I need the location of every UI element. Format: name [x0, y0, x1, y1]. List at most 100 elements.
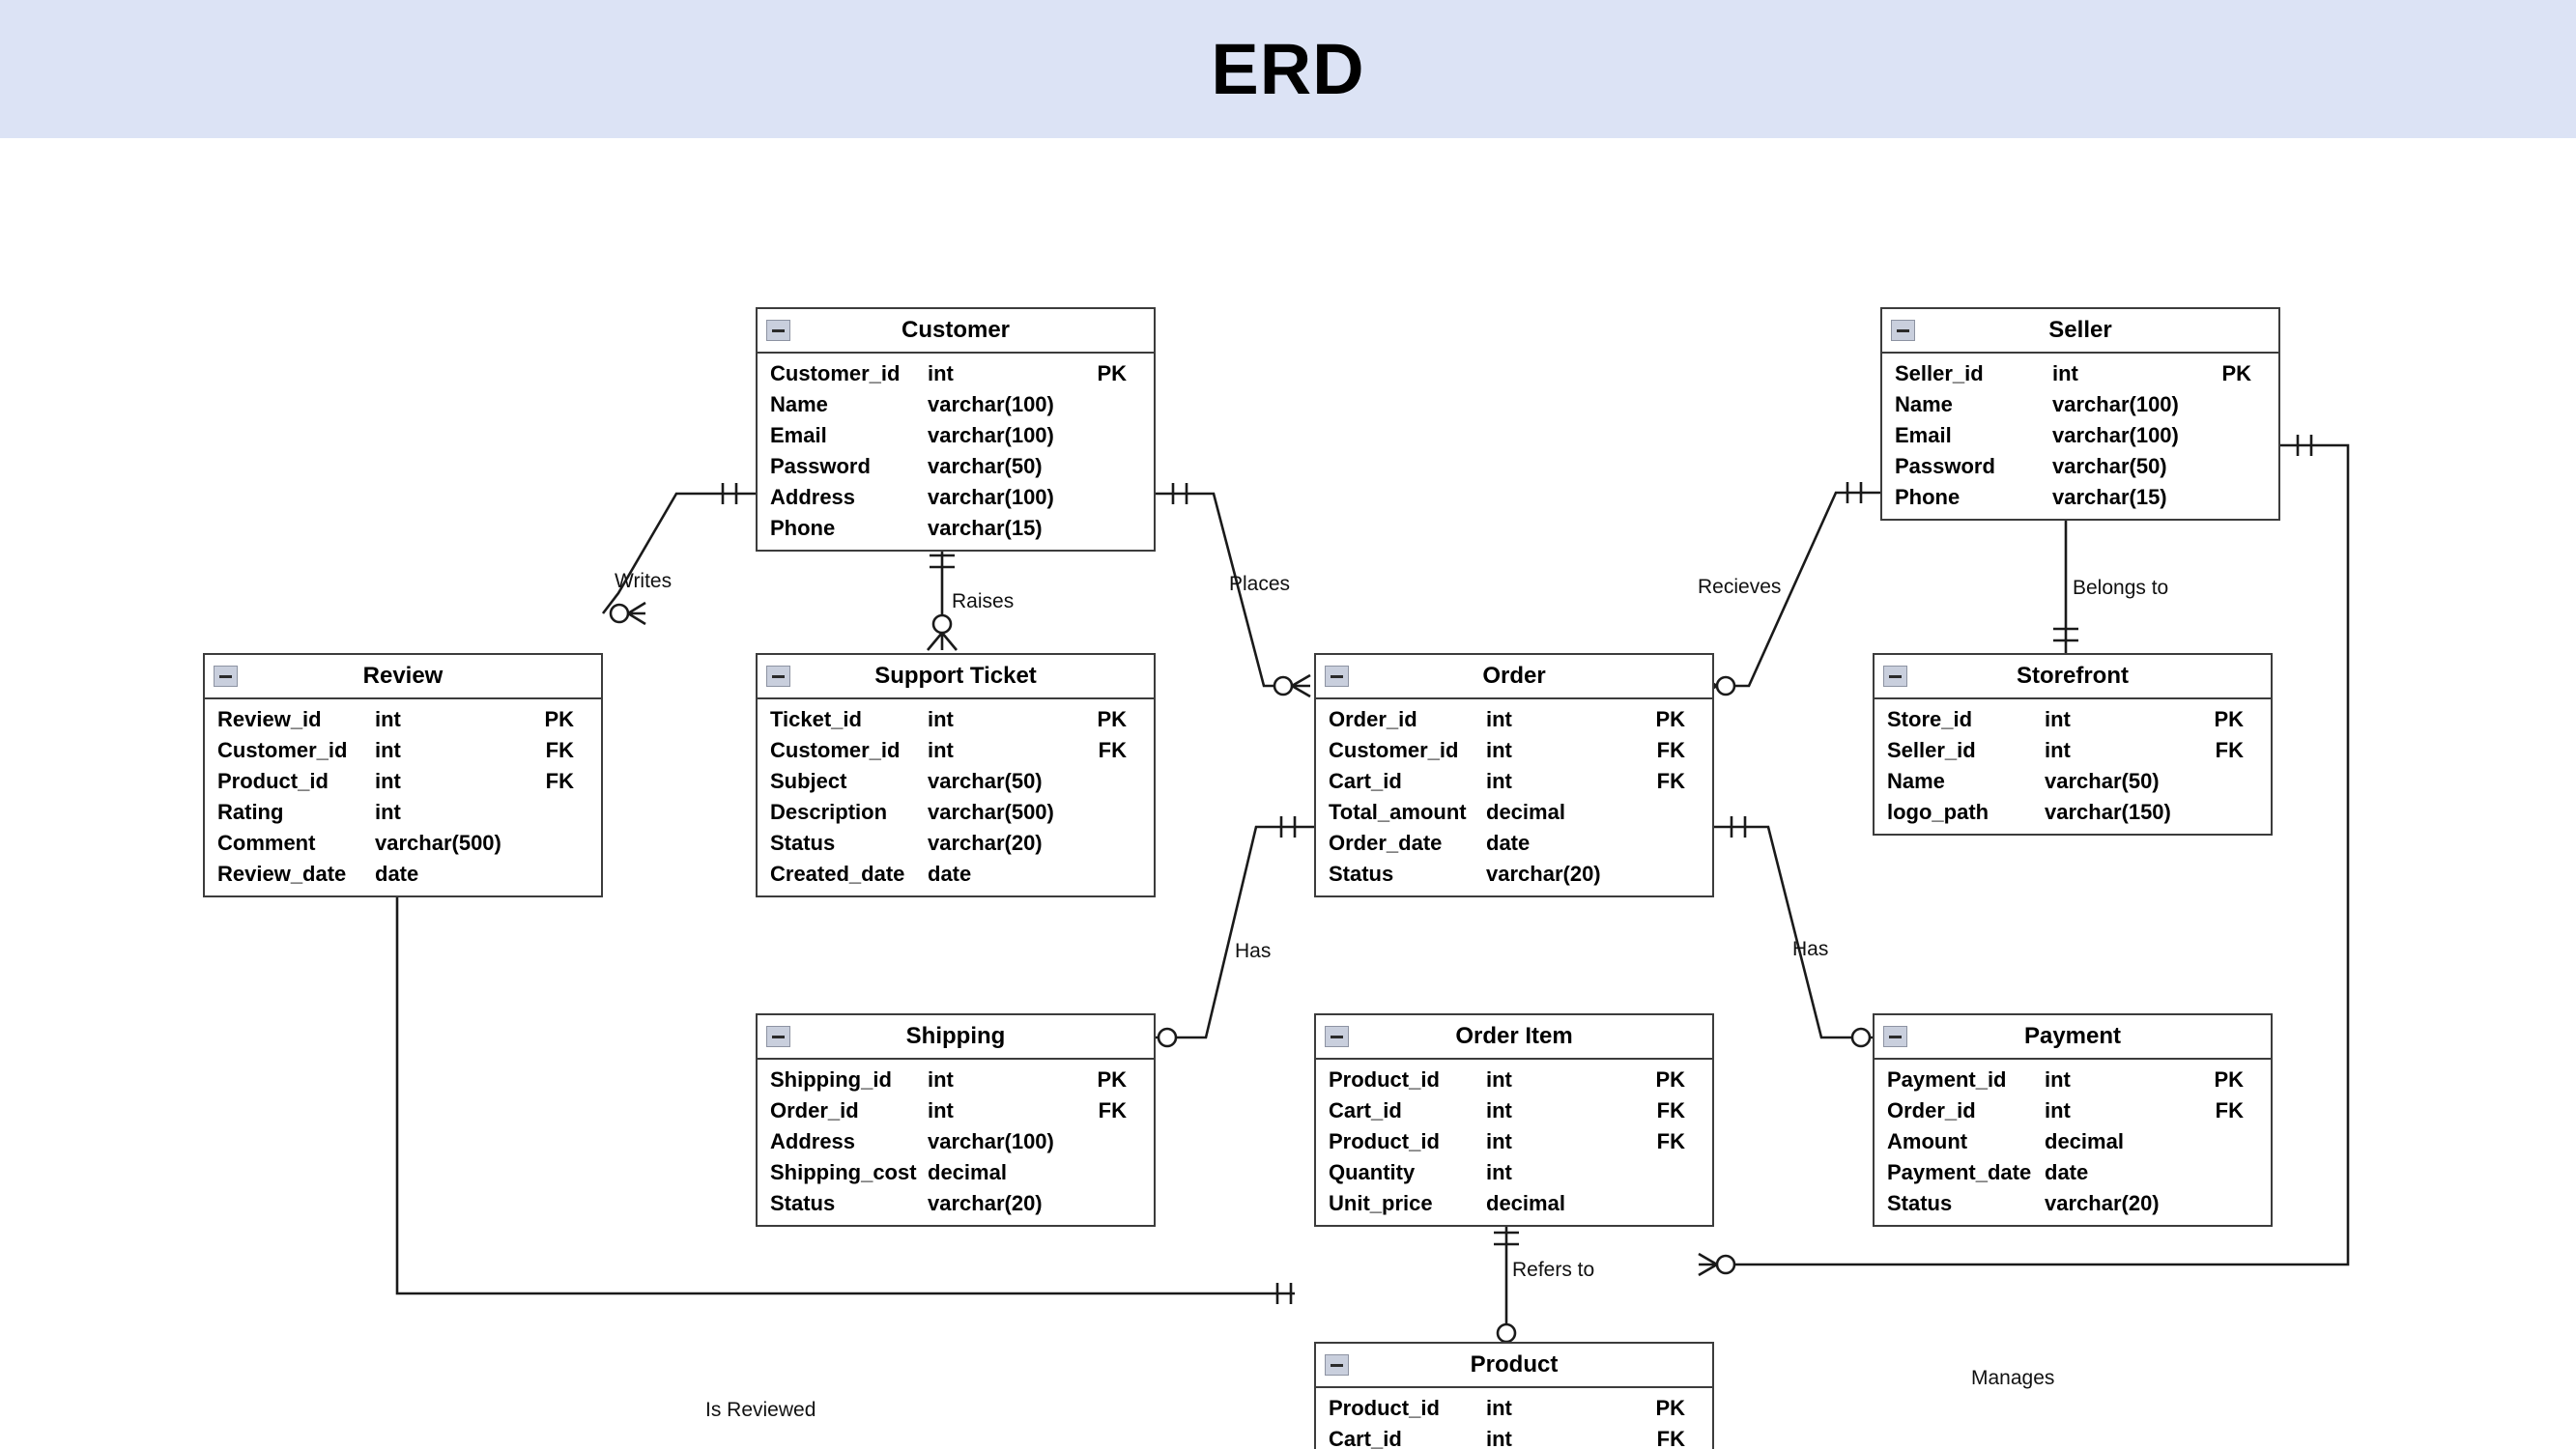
- attribute-key-flag: FK: [1098, 1098, 1127, 1122]
- entity-header-seller: Seller: [1882, 309, 2278, 354]
- minus-icon[interactable]: [1891, 320, 1915, 341]
- attribute-key-flag: FK: [545, 769, 574, 793]
- entity-header-support-ticket: Support Ticket: [758, 655, 1154, 699]
- attribute-key-flag: PK: [2214, 707, 2244, 731]
- attribute-key-flag: FK: [1098, 738, 1127, 762]
- minus-icon[interactable]: [1325, 1026, 1349, 1047]
- attribute-name: Status: [770, 831, 836, 855]
- attribute-name: Customer_id: [1329, 738, 1459, 762]
- attribute-type: int: [1486, 738, 1512, 762]
- minus-icon[interactable]: [214, 666, 238, 687]
- attribute-name: Status: [770, 1191, 836, 1215]
- page-title: ERD: [1211, 28, 1365, 109]
- attribute-type: varchar(15): [928, 516, 1043, 540]
- entity-product[interactable]: ProductProduct_idintPKCart_idintFKProduc…: [1314, 1342, 1714, 1449]
- attribute-type: int: [928, 361, 954, 385]
- attribute-name: Payment_date: [1887, 1160, 2032, 1184]
- minus-icon[interactable]: [1325, 666, 1349, 687]
- entity-title: Storefront: [2017, 663, 2129, 689]
- attribute-type: varchar(500): [375, 831, 501, 855]
- entity-title: Order: [1482, 663, 1546, 689]
- attribute-type: varchar(150): [2045, 800, 2171, 824]
- attribute-name: Order_id: [770, 1098, 859, 1122]
- minus-icon[interactable]: [1325, 1354, 1349, 1376]
- attribute-type: date: [928, 862, 972, 886]
- attribute-key-flag: PK: [2221, 361, 2251, 385]
- attribute-name: Address: [770, 1129, 856, 1153]
- minus-icon[interactable]: [766, 1026, 790, 1047]
- relationship-label-belongs-to: Belongs to: [2073, 577, 2169, 599]
- attribute-name: Comment: [217, 831, 316, 855]
- minus-icon[interactable]: [1883, 1026, 1907, 1047]
- attribute-name: Total_amount: [1329, 800, 1467, 824]
- minus-icon[interactable]: [1883, 666, 1907, 687]
- entity-title: Seller: [2048, 317, 2112, 343]
- attribute-type: int: [375, 707, 401, 731]
- minus-icon[interactable]: [766, 666, 790, 687]
- attribute-name: Subject: [770, 769, 847, 793]
- attribute-row[interactable]: Comment varchar(500): [205, 828, 601, 859]
- attribute-name: Customer_id: [217, 738, 348, 762]
- minus-icon[interactable]: [766, 320, 790, 341]
